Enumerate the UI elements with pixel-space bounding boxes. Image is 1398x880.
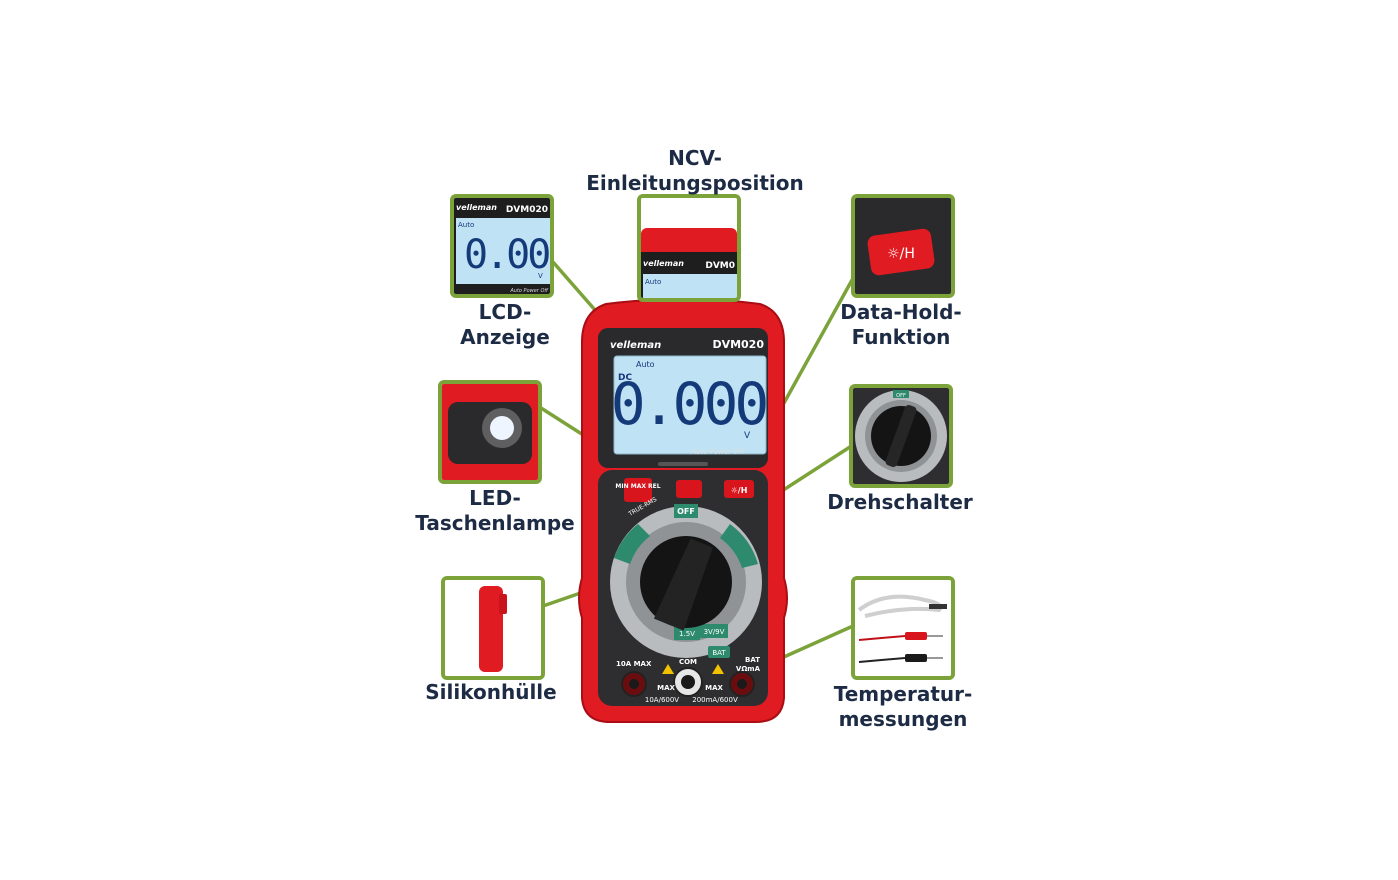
lcd-unit: V xyxy=(744,431,751,441)
lcd-screen xyxy=(613,355,767,455)
lcd-reading: 0.000 xyxy=(611,370,767,438)
hold-callout: ☼/H xyxy=(851,194,955,298)
hold-callout-label: ☼/H xyxy=(887,246,915,262)
led-light-icon xyxy=(490,416,514,440)
port-10a-label: 10A MAX xyxy=(616,660,652,668)
lcd-callout-model: DVM020 xyxy=(506,205,548,215)
warning-icon-right xyxy=(712,664,724,674)
flashlight-button[interactable] xyxy=(676,480,702,498)
warning-icon-left xyxy=(662,664,674,674)
ncv-callout-auto: Auto xyxy=(645,278,661,286)
red-probe xyxy=(905,632,927,640)
temp-label: Temperatur-messungen xyxy=(833,682,973,731)
dial-segment-teal-1 xyxy=(614,524,650,564)
ncv-callout: velleman DVM0 Auto xyxy=(637,194,741,302)
lcd-dc: DC xyxy=(618,373,632,383)
multimeter: velleman DVM020 Auto DC 0.000 V Auto Pow… xyxy=(578,298,788,724)
range-3-9-segment xyxy=(700,624,728,638)
ncv-callout-brand: velleman xyxy=(643,259,684,268)
knob-grip xyxy=(653,538,713,631)
minmax-button[interactable] xyxy=(624,478,652,502)
hold-button[interactable] xyxy=(724,480,754,498)
dial-off-segment xyxy=(674,504,698,518)
black-probe xyxy=(905,654,927,662)
lcd-callout-apo: Auto Power Off xyxy=(509,288,549,294)
range-1-5-segment xyxy=(674,626,700,640)
dial-callout: OFF xyxy=(849,384,953,488)
ncv-callout-model: DVM0 xyxy=(705,261,735,271)
silicone-callout xyxy=(441,576,545,680)
range-1-5-label: 1.5V xyxy=(679,630,695,638)
ncv-label: NCV-Einleitungsposition xyxy=(586,146,804,195)
rating-left-label: 10A/600V xyxy=(645,696,679,704)
bat-label: BAT xyxy=(712,649,726,657)
led-callout xyxy=(438,380,542,484)
silicone-label: Silikonhülle xyxy=(425,680,557,704)
max-right-label: MAX xyxy=(705,684,723,692)
hold-callout-button xyxy=(867,228,935,276)
port-vohm-label: VΩmA xyxy=(736,665,761,673)
lcd-callout-unit: V xyxy=(538,272,543,280)
dial-callout-off: OFF xyxy=(896,393,906,399)
dial-label: Drehschalter xyxy=(827,490,973,514)
temp-callout xyxy=(851,576,955,680)
port-bat-label: BAT xyxy=(745,656,760,664)
lcd-callout-auto: Auto xyxy=(458,221,474,229)
lcd-label: LCD-Anzeige xyxy=(460,300,550,349)
auto-power-off: Auto Power Off xyxy=(690,448,745,456)
range-3-9-label: 3V/9V xyxy=(704,628,725,636)
minmax-label: MIN MAX REL xyxy=(615,483,660,490)
lcd-callout: velleman DVM020 Auto 0.000 V Auto Power … xyxy=(450,194,554,298)
port-com-label: COM xyxy=(679,658,697,666)
dial-off-label: OFF xyxy=(677,507,695,516)
lcd-callout-brand: velleman xyxy=(456,203,497,212)
hold-label: Data-Hold-Funktion xyxy=(840,300,962,349)
multimeter-body: velleman DVM020 Auto DC 0.000 V Auto Pow… xyxy=(578,298,788,723)
brand-logo: velleman xyxy=(610,340,661,351)
lcd-auto: Auto xyxy=(636,360,655,369)
dial-segment-teal-2 xyxy=(720,524,758,568)
lcd-callout-reading: 0.000 xyxy=(464,232,550,278)
model-label: DVM020 xyxy=(712,338,764,351)
rating-right-label: 200mA/600V xyxy=(692,696,738,704)
max-left-label: MAX xyxy=(657,684,675,692)
led-label: LED-Taschenlampe xyxy=(415,486,575,535)
bat-segment xyxy=(708,646,730,658)
ncv-grille xyxy=(658,462,708,466)
hold-button-label: ☼/H xyxy=(731,486,748,495)
